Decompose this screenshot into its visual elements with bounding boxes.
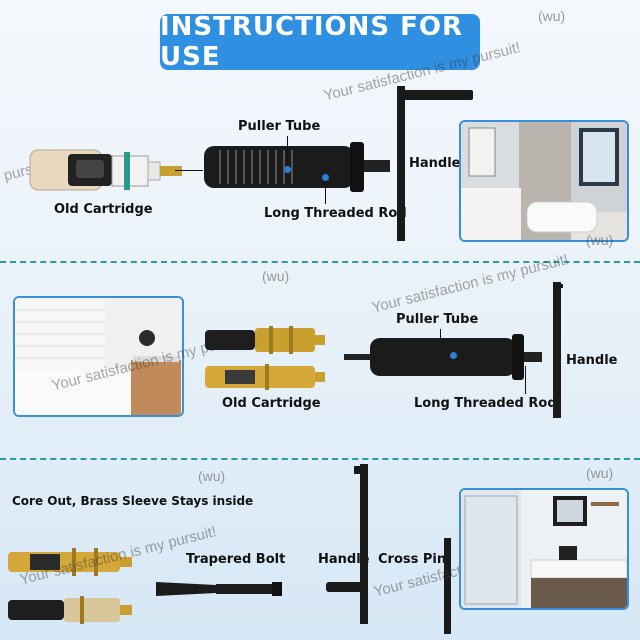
rod-marker xyxy=(322,174,329,181)
watermark-wu: (wu) xyxy=(586,232,614,248)
bathroom-photo xyxy=(459,488,629,610)
old-cartridge-label: Old Cartridge xyxy=(222,396,321,411)
puller-tube-image xyxy=(344,334,542,380)
tapered-bolt-label: Trapered Bolt xyxy=(186,552,286,567)
rod-leader xyxy=(525,366,526,394)
core-out-label: Core Out, Brass Sleeve Stays inside xyxy=(12,494,254,508)
handle-shaft xyxy=(397,86,405,241)
handle-shaft xyxy=(553,282,561,418)
handle-cap xyxy=(553,284,563,288)
banner-title: INSTRUCTIONS FOR USE xyxy=(160,12,464,72)
watermark-wu: (wu) xyxy=(262,268,290,284)
cartridge-core-image xyxy=(8,596,132,624)
puller-tube-label: Puller Tube xyxy=(238,119,321,134)
cartridge-black-image xyxy=(205,326,325,354)
puller-tube-image xyxy=(204,142,390,192)
tapered-bolt-image xyxy=(156,582,282,596)
instructions-banner: INSTRUCTIONS FOR USE xyxy=(160,12,480,72)
brass-sleeve-image xyxy=(8,548,132,576)
long-threaded-rod-label: Long Threaded Rod xyxy=(264,206,407,221)
puller-tube-label: Puller Tube xyxy=(396,312,479,327)
handle-label: Handle xyxy=(566,353,618,368)
cross-pin-label: Cross Pin xyxy=(378,552,447,567)
rod-leader xyxy=(325,178,326,204)
handle-cap xyxy=(354,466,368,474)
handle-label: Handle xyxy=(409,156,461,171)
bathroom-photo xyxy=(13,296,184,417)
handle-shaft xyxy=(360,464,368,624)
rod-stub xyxy=(175,170,203,171)
section-divider xyxy=(0,458,640,460)
handle-arm xyxy=(326,582,368,592)
cross-pin-image xyxy=(444,538,451,634)
bathroom-photo xyxy=(459,120,629,242)
cartridge-brass-image xyxy=(205,364,325,390)
long-threaded-rod-label: Long Threaded Rod xyxy=(414,396,557,411)
watermark-wu: (wu) xyxy=(538,8,566,24)
puller-tube-marker xyxy=(450,352,457,359)
puller-tube-leader xyxy=(287,136,288,168)
old-cartridge-image xyxy=(29,149,182,191)
puller-tube-marker xyxy=(284,166,291,173)
watermark-wu: (wu) xyxy=(586,465,614,481)
old-cartridge-label: Old Cartridge xyxy=(54,202,153,217)
handle-label: Handle xyxy=(318,552,370,567)
handle-arm xyxy=(397,90,473,100)
section-divider xyxy=(0,261,640,263)
watermark-wu: (wu) xyxy=(198,468,226,484)
